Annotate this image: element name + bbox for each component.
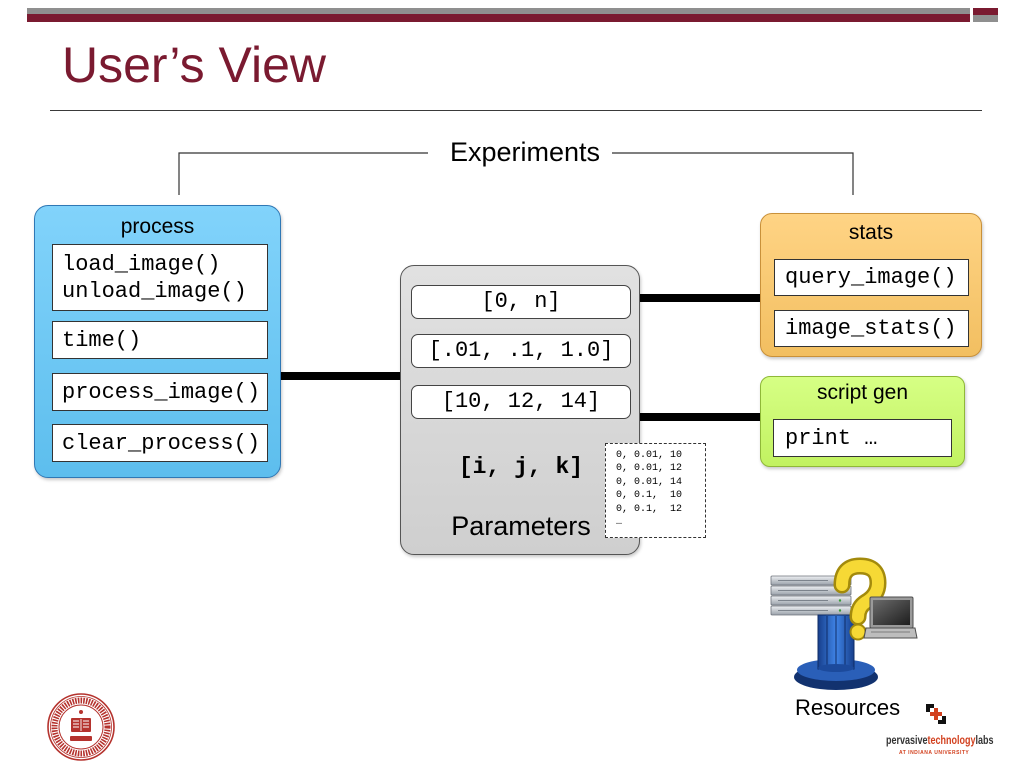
time-box: time() — [52, 321, 268, 359]
load-image-function: load_image() — [62, 251, 221, 277]
header-block-gray — [973, 15, 998, 22]
time-function: time() — [62, 327, 142, 353]
server-rack-icon — [770, 575, 852, 616]
slide-title: User’s View — [62, 37, 326, 93]
combination-row: 0, 0.1, 10 — [616, 490, 683, 502]
combination-row: … — [616, 516, 623, 528]
parameter-tuple: [i, j, k] — [458, 454, 584, 480]
process-label: process — [120, 215, 195, 238]
process-image-function: process_image() — [62, 379, 261, 405]
stats-group: stats query_image() image_stats() — [760, 213, 982, 357]
ptl-word-pervasive: pervasive — [886, 733, 928, 747]
parameters-group: [0, n] [.01, .1, 1.0] [10, 12, 14] [i, j… — [400, 265, 640, 555]
parameters-label: Parameters — [451, 511, 591, 541]
combination-row: 0, 0.1, 12 — [616, 503, 683, 515]
laptop-icon — [863, 596, 918, 639]
header-bar-maroon — [27, 14, 970, 22]
process-image-box: process_image() — [52, 373, 268, 411]
parameter-range-2: [.01, .1, 1.0] — [411, 334, 631, 368]
script-gen-group: script gen print … — [760, 376, 965, 467]
resources-label: Resources — [795, 695, 901, 720]
combination-row: 0, 0.01, 14 — [616, 476, 683, 488]
unload-image-function: unload_image() — [62, 278, 247, 304]
combination-row: 0, 0.01, 10 — [616, 450, 683, 461]
process-group: process load_image() unload_image() time… — [34, 205, 281, 478]
experiments-label: Experiments — [449, 137, 601, 167]
ptl-word-labs: labs — [975, 733, 994, 747]
image-stats-box: image_stats() — [774, 310, 969, 347]
clear-process-box: clear_process() — [52, 424, 268, 462]
combination-row: 0, 0.01, 12 — [616, 463, 683, 475]
stats-label: stats — [848, 221, 894, 244]
title-divider — [50, 110, 982, 111]
header-block-maroon — [973, 8, 998, 15]
query-image-box: query_image() — [774, 259, 969, 296]
question-mark-icon — [833, 557, 887, 641]
script-gen-label: script gen — [816, 381, 909, 404]
header-bar-gray — [27, 8, 970, 14]
parameter-range-1: [0, n] — [411, 285, 631, 319]
pervasive-technology-labs-icon — [926, 704, 946, 724]
ptl-subtitle: AT INDIANA UNIVERSITY — [899, 750, 970, 756]
image-stats-function: image_stats() — [785, 316, 957, 341]
print-function: print … — [785, 425, 878, 451]
indiana-university-seal-icon — [47, 693, 115, 761]
resources-illustration — [770, 557, 918, 690]
parameter-combinations-list: 0, 0.01, 10 0, 0.01, 12 0, 0.01, 14 0, 0… — [605, 443, 706, 538]
parameter-range-3: [10, 12, 14] — [411, 385, 631, 419]
query-image-function: query_image() — [785, 265, 957, 290]
experiments-bracket-left — [178, 152, 428, 195]
load-unload-image-box: load_image() unload_image() — [52, 244, 268, 311]
experiments-bracket-right — [612, 152, 854, 195]
ptl-wordmark: pervasivetechnologylabs — [886, 733, 994, 747]
print-box: print … — [773, 419, 952, 457]
ptl-word-technology: technology — [927, 733, 976, 747]
clear-process-function: clear_process() — [62, 430, 261, 456]
supercomputer-icon — [794, 614, 878, 690]
